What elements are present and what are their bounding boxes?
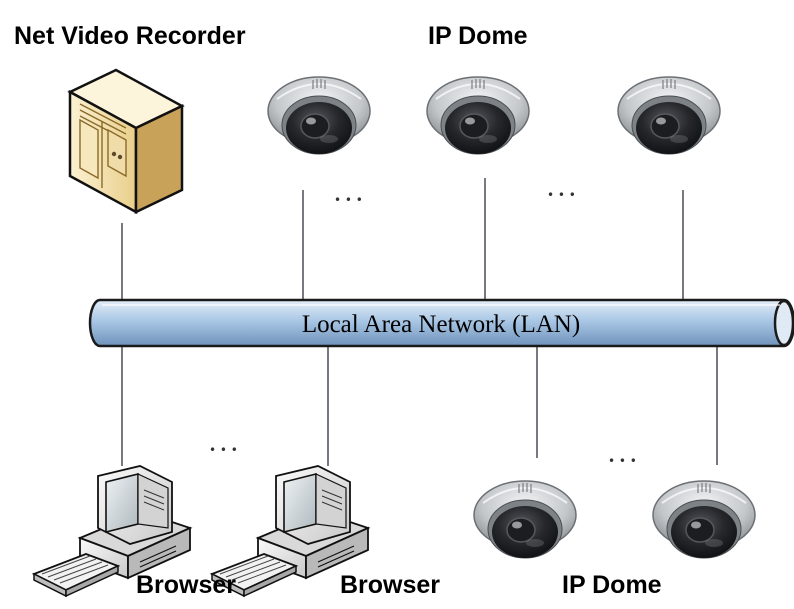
browser-label-2: Browser (340, 571, 441, 599)
ellipsis-top-right: • • • (547, 188, 576, 202)
ip-dome-bottom-title: IP Dome (562, 571, 662, 599)
connection-lines (121, 178, 718, 466)
ellipsis-top-left: • • • (334, 193, 363, 207)
ip-dome-camera-icon (473, 480, 577, 559)
lan-label: Local Area Network (LAN) (302, 311, 580, 338)
browser-label-1: Browser (136, 571, 237, 599)
server-icon (67, 68, 185, 215)
ip-dome-top-title: IP Dome (428, 22, 528, 50)
ip-dome-camera-icon (267, 76, 371, 155)
ip-dome-camera-icon (652, 480, 756, 559)
nvr-title: Net Video Recorder (14, 22, 246, 50)
ellipsis-bottom-right: • • • (608, 454, 637, 468)
ip-dome-camera-icon (426, 76, 530, 155)
ellipsis-bottom-left: • • • (209, 443, 238, 457)
ip-dome-camera-icon (617, 76, 721, 155)
lan-backbone: Local Area Network (LAN) (88, 298, 794, 348)
